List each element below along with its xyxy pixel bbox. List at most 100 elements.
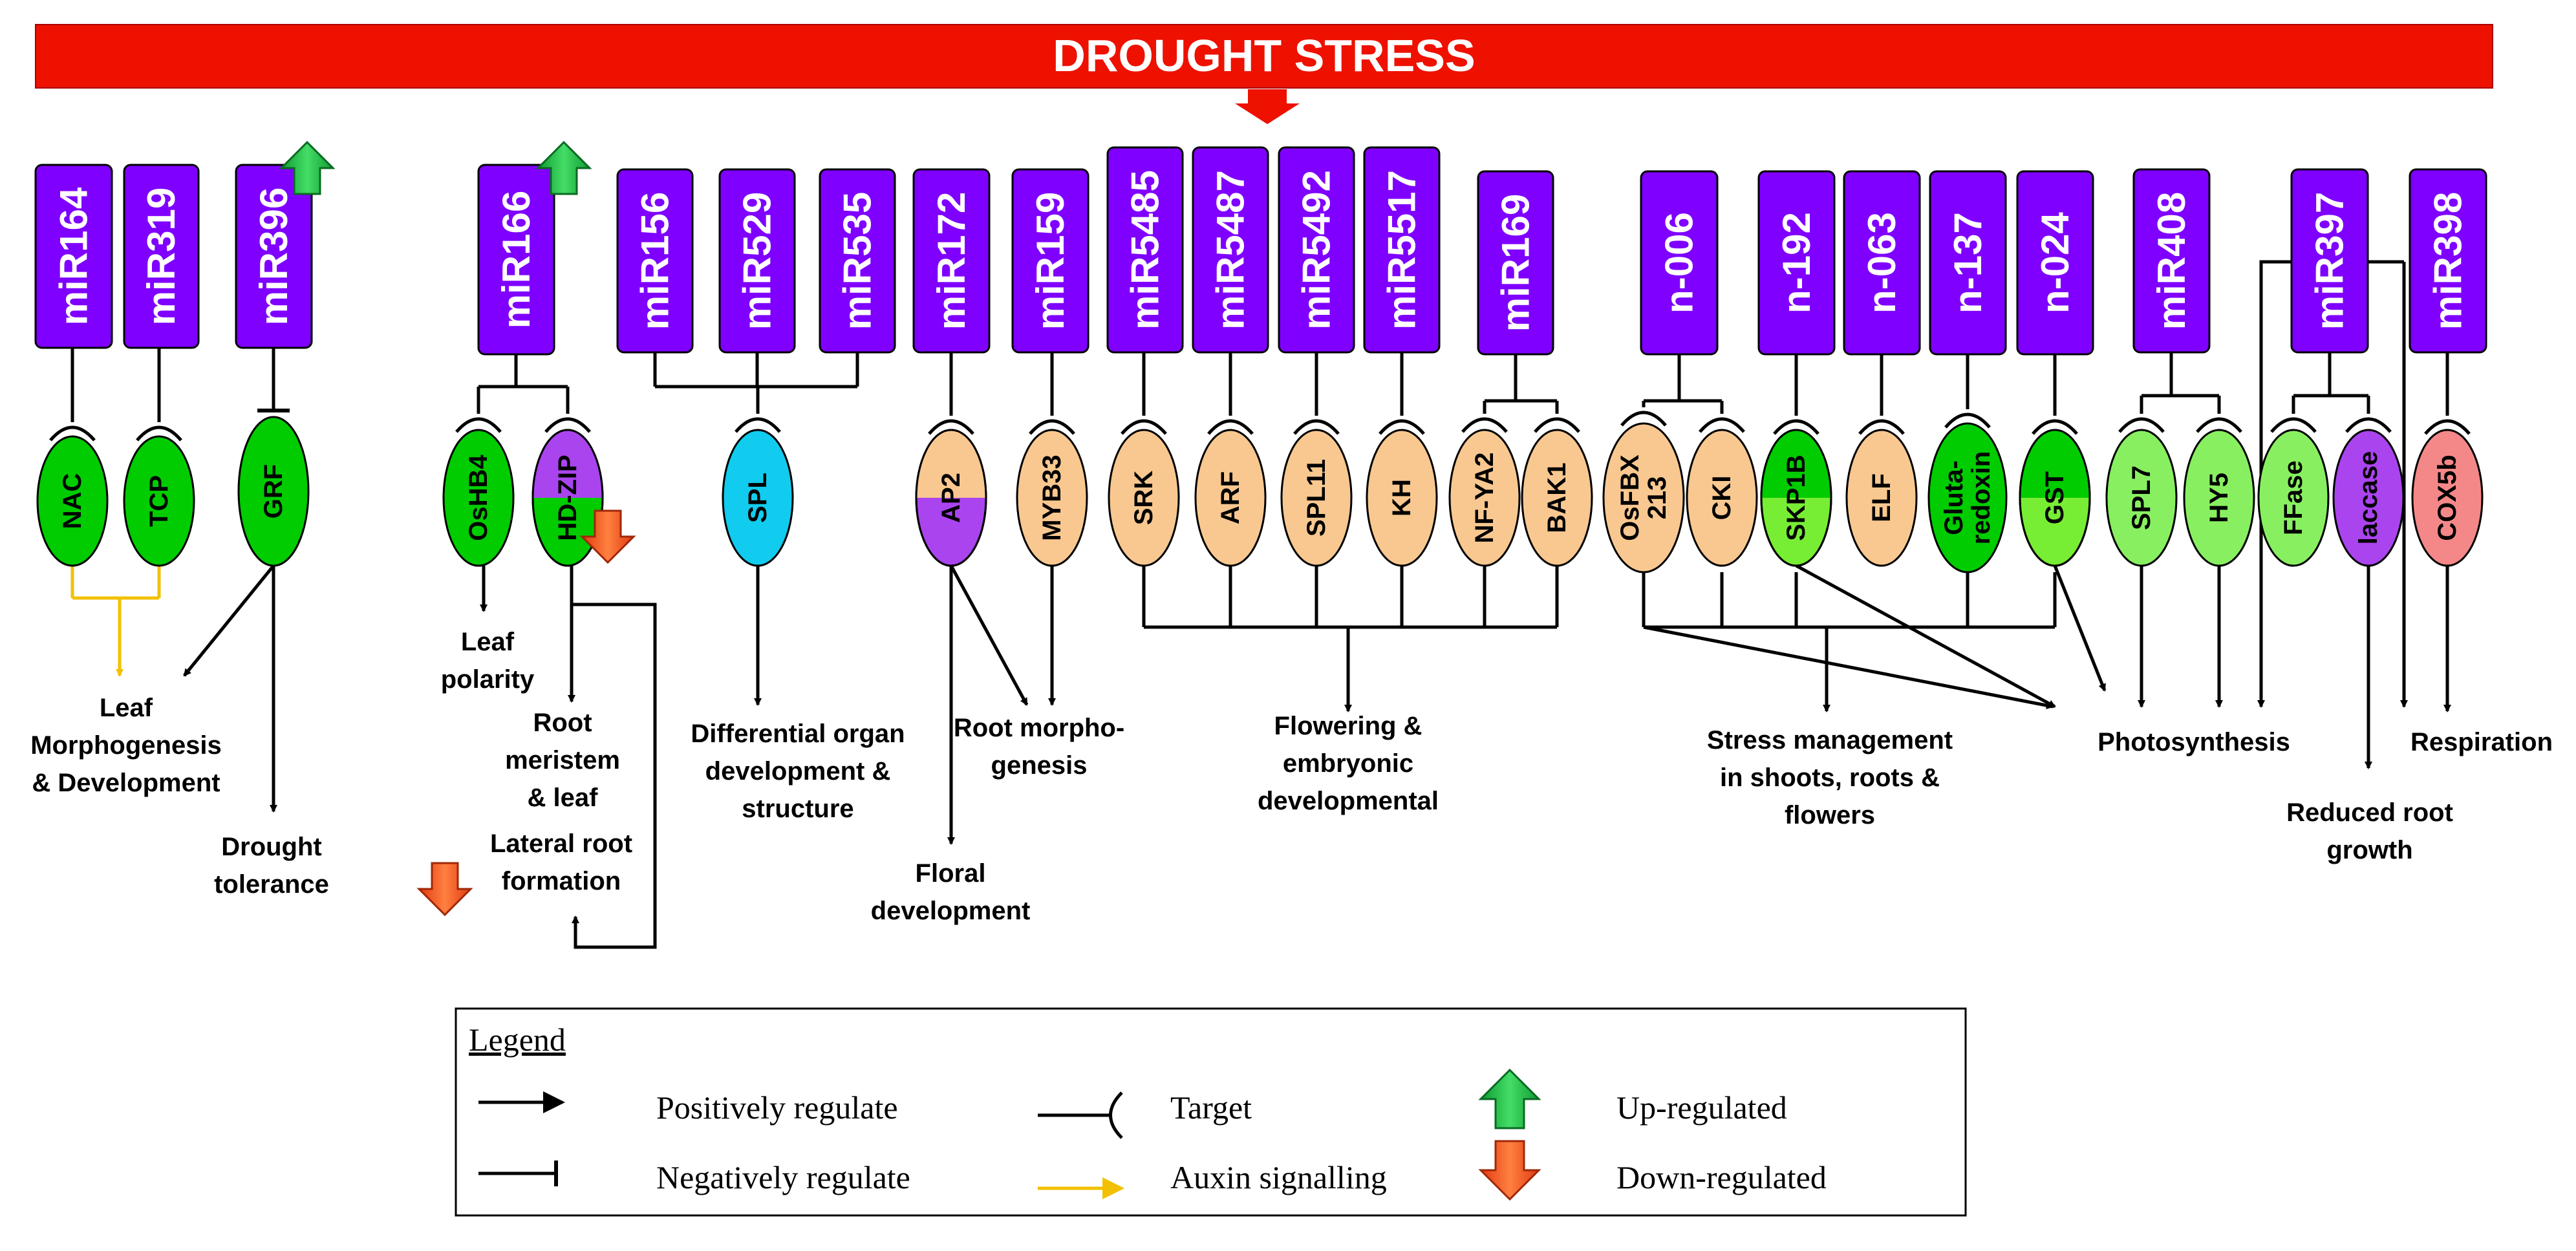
- mir166-label: miR166: [495, 191, 538, 328]
- spl-label: SPL: [744, 473, 772, 523]
- spl7-label: SPL7: [2127, 465, 2156, 530]
- cox5b-label: COX5b: [2433, 454, 2462, 540]
- mir398-label: miR398: [2427, 192, 2470, 330]
- legend-negative-tbar-icon: [478, 1160, 558, 1186]
- legend-up-label: Up-regulated: [1616, 1089, 1787, 1126]
- legend-negative-label: Negatively regulate: [656, 1159, 910, 1195]
- mir397-box: miR397: [2290, 168, 2369, 354]
- skp1b-gene: SKP1B: [1760, 429, 1832, 567]
- osfbx-label: 213: [1643, 476, 1671, 520]
- srk-label: SRK: [1130, 471, 1158, 526]
- mir164-box: miR164: [34, 164, 113, 349]
- respiration-label: Respiration: [2410, 728, 2553, 756]
- mir5492-label: miR5492: [1295, 170, 1338, 330]
- drought-stress-banner: DROUGHT STRESS: [35, 24, 2493, 124]
- elf-label: ELF: [1867, 473, 1896, 522]
- mir5487-label: miR5487: [1209, 170, 1252, 330]
- mir159-box: miR159: [1011, 168, 1089, 354]
- mir398-box: miR398: [2409, 168, 2487, 354]
- mir5487-box: miR5487: [1192, 146, 1269, 354]
- mir397-label: miR397: [2308, 192, 2352, 330]
- grf-gene: GRF: [237, 416, 310, 567]
- mir172-box: miR172: [912, 168, 991, 354]
- n192-box: n-192: [1757, 170, 1836, 356]
- regulation-arrows: [279, 140, 636, 917]
- glutaredoxin-label: redoxin: [1967, 451, 1995, 544]
- n063-box: n-063: [1843, 170, 1921, 356]
- laccase-label: laccase: [2354, 451, 2383, 545]
- banner-title: DROUGHT STRESS: [1053, 30, 1475, 81]
- ffase-gene: FFase: [2257, 429, 2330, 567]
- hdzip-label: HD-ZIP: [553, 454, 582, 540]
- mir396-up-arrow-icon: [279, 140, 336, 195]
- mir5517-box: miR5517: [1363, 146, 1441, 354]
- glutaredoxin-label: Gluta-: [1940, 460, 1968, 535]
- nfya2-label: NF-YA2: [1470, 453, 1499, 544]
- gst-gene: GST: [2019, 429, 2091, 567]
- spl11-label: SPL11: [1302, 459, 1331, 537]
- mir159-label: miR159: [1029, 192, 1072, 330]
- arf-gene: ARF: [1194, 429, 1267, 567]
- n063-label: n-063: [1860, 212, 1904, 314]
- legend-down-arrow-icon: [1478, 1140, 1541, 1201]
- ap2-label: AP2: [937, 473, 965, 523]
- legend-up-arrow-icon: [1478, 1068, 1541, 1129]
- spl11-gene: SPL11: [1280, 429, 1353, 567]
- legend-auxin-label: Auxin signalling: [1170, 1159, 1387, 1195]
- mir156-box: miR156: [616, 168, 694, 354]
- legend-down-label: Down-regulated: [1616, 1159, 1827, 1195]
- mir529-box: miR529: [718, 168, 796, 354]
- cox5b-gene: COX5b: [2411, 429, 2484, 567]
- legend-target-bracket-icon: [1038, 1091, 1123, 1139]
- ap2-gene: AP2: [915, 429, 987, 567]
- cki-gene: CKI: [1686, 429, 1758, 567]
- mir319-box: miR319: [123, 164, 200, 349]
- nfya2-gene: NF-YA2: [1448, 429, 1521, 567]
- mir319-label: miR319: [140, 187, 183, 325]
- connector-lines: [49, 260, 2471, 949]
- arf-label: ARF: [1216, 471, 1245, 524]
- oshb4-gene: OsHB4: [442, 429, 515, 567]
- legend-box: Legend Positively regulate Negatively re…: [455, 1007, 1967, 1217]
- mir408-label: miR408: [2150, 192, 2193, 330]
- n137-box: n-137: [1929, 170, 2007, 356]
- mir396-label: miR396: [252, 187, 295, 325]
- mir408-box: miR408: [2132, 168, 2211, 354]
- myb33-label: MYB33: [1038, 454, 1066, 540]
- mir166-up-arrow-icon: [535, 140, 592, 195]
- glutaredoxin-gene: Gluta-redoxin: [1927, 422, 2008, 573]
- mir535-label: miR535: [836, 192, 879, 330]
- elf-gene: ELF: [1845, 429, 1918, 567]
- lateral-root-down-arrow-icon: [416, 862, 473, 917]
- legend-target-label: Target: [1170, 1089, 1252, 1126]
- bak1-label: BAK1: [1543, 463, 1571, 533]
- mir5485-box: miR5485: [1106, 146, 1184, 354]
- n024-label: n-024: [2034, 212, 2077, 314]
- mir169-box: miR169: [1477, 170, 1554, 356]
- mir535-box: miR535: [819, 168, 896, 354]
- hdzip-down-arrow-icon: [579, 509, 636, 564]
- mirna-boxes: miR164 miR319 miR396 miR166 miR156 miR529 miR5…: [34, 146, 2487, 356]
- mir172-label: miR172: [930, 192, 973, 330]
- oshb4-label: OsHB4: [464, 454, 493, 541]
- spl7-gene: SPL7: [2105, 429, 2178, 567]
- n024-box: n-024: [2016, 170, 2094, 356]
- photosynthesis-label: Photosynthesis: [2098, 728, 2290, 756]
- mir529-label: miR529: [736, 192, 779, 330]
- mir164-label: miR164: [52, 187, 96, 325]
- mir5492-box: miR5492: [1278, 146, 1355, 354]
- n006-label: n-006: [1658, 212, 1701, 314]
- kh-label: KH: [1388, 479, 1416, 517]
